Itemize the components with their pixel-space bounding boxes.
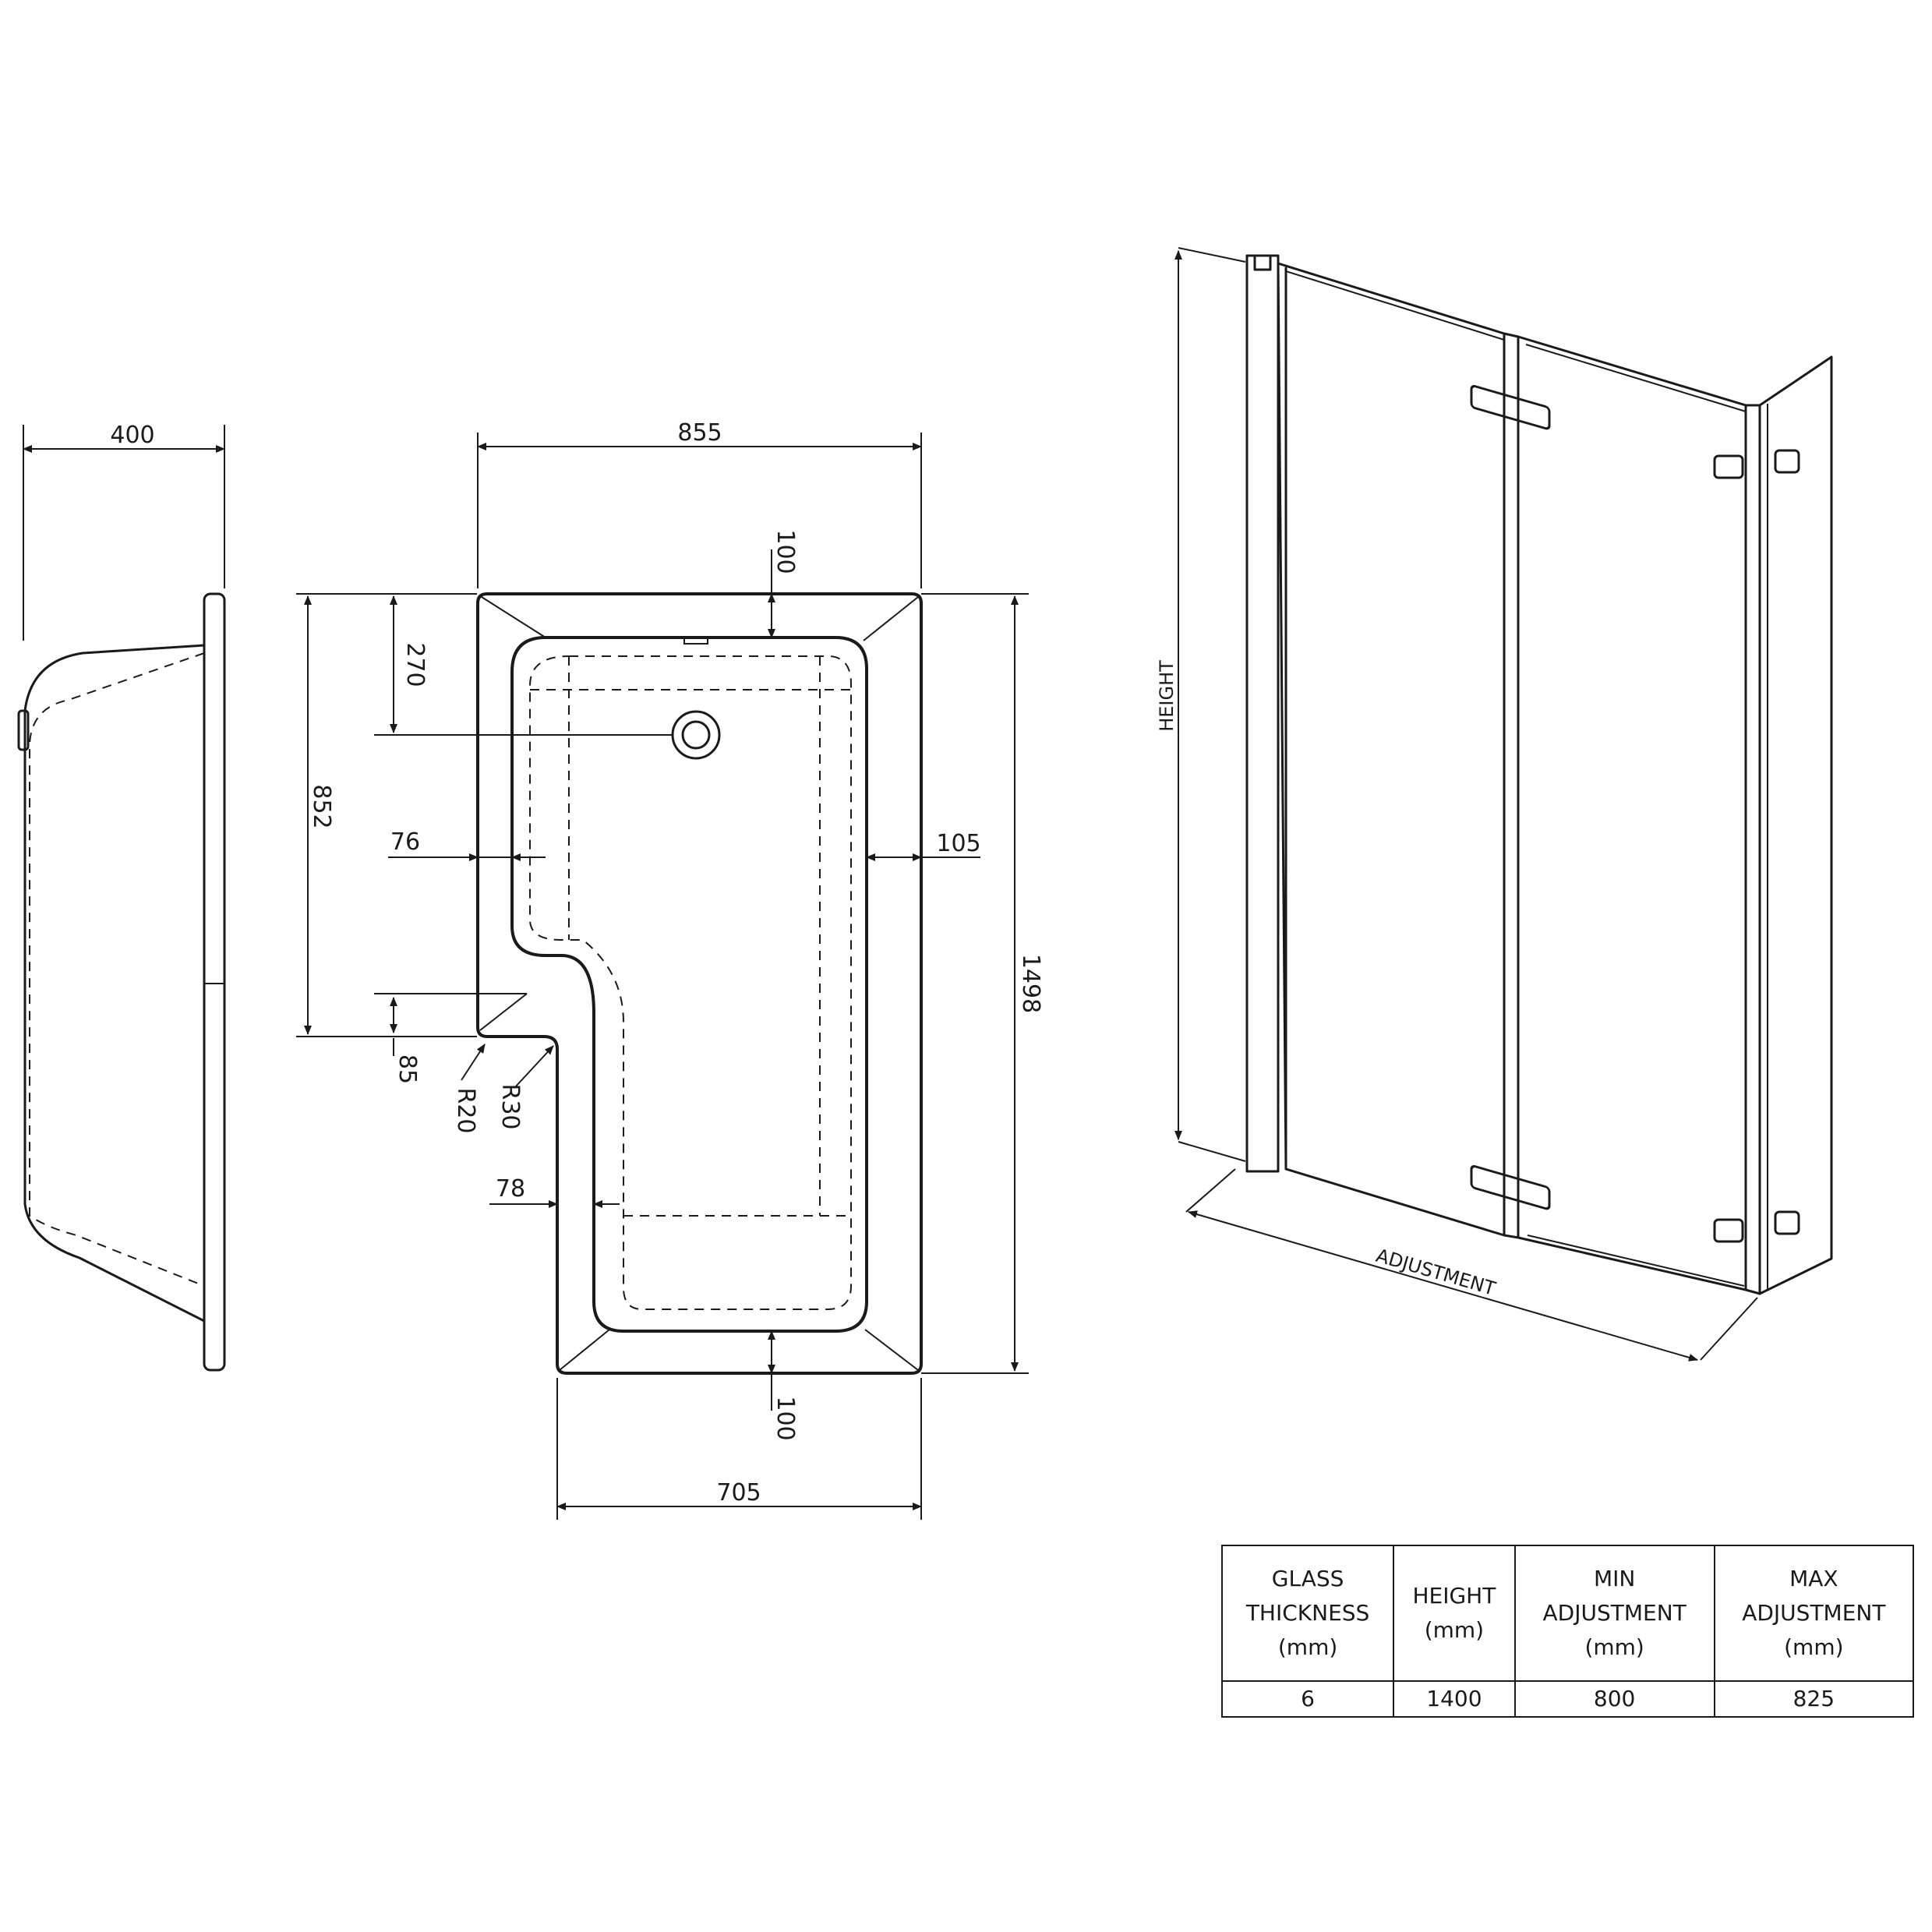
header-glass-thickness: GLASS THICKNESS (mm) xyxy=(1220,1545,1395,1682)
waste-outlet-outer xyxy=(671,710,721,760)
header-height: HEIGHT (mm) xyxy=(1393,1545,1516,1682)
dim-left-rim: 76 xyxy=(390,828,420,856)
bath-screen-view: HEIGHT ADJUSTMENT xyxy=(1156,247,1833,1362)
dim-overall-length: 1498 xyxy=(1017,954,1044,1013)
value-max-adjustment: 825 xyxy=(1713,1680,1915,1718)
hinge-mullion xyxy=(1503,332,1520,1239)
side-rim xyxy=(203,592,226,1372)
hinge-top xyxy=(1470,385,1551,430)
bath-outer-outline xyxy=(476,592,923,1375)
dim-top-rim: 100 xyxy=(772,529,799,574)
spec-value-row: 6 1400 800 825 xyxy=(1220,1680,1915,1718)
return-panel-frame xyxy=(1744,404,1761,1295)
bath-side-elevation: 400 xyxy=(17,422,226,1372)
fixed-glass-panel xyxy=(1277,262,1506,1237)
side-waste-fitting xyxy=(17,709,30,751)
bath-plan-view: 855 100 270 852 76 105 1498 85 xyxy=(296,419,1044,1520)
wall-channel xyxy=(1245,254,1280,1173)
return-hinge-top-2 xyxy=(1774,449,1800,474)
value-min-adjustment: 800 xyxy=(1513,1680,1715,1718)
bath-inner-base-dashed xyxy=(529,655,852,1310)
dim-shower-end-length: 852 xyxy=(308,784,335,828)
specification-table: GLASS THICKNESS (mm) HEIGHT (mm) MIN ADJ… xyxy=(1220,1545,1915,1718)
return-hinge-bottom-2 xyxy=(1774,1210,1800,1235)
dim-lower-left-rim: 78 xyxy=(496,1175,525,1203)
hinge-bottom xyxy=(1470,1165,1551,1210)
screen-adjustment-label: ADJUSTMENT xyxy=(1374,1245,1499,1300)
dim-right-rim: 105 xyxy=(936,830,980,857)
folding-glass-panel xyxy=(1517,335,1747,1291)
bath-inner-bowl xyxy=(510,636,868,1333)
return-hinge-bottom xyxy=(1713,1218,1744,1243)
dim-radius-outer: R30 xyxy=(496,1083,524,1129)
header-max-adjustment: MAX ADJUSTMENT (mm) xyxy=(1713,1545,1915,1682)
dim-step-depth: 85 xyxy=(394,1054,421,1084)
dim-waste-offset: 270 xyxy=(401,642,429,687)
side-body-outline xyxy=(23,644,206,1323)
screen-height-label: HEIGHT xyxy=(1156,660,1178,732)
dim-line-screen-adjustment xyxy=(1188,1210,1698,1362)
dim-side-depth: 400 xyxy=(110,422,154,449)
dim-top-width: 855 xyxy=(677,419,722,447)
dim-bottom-rim: 100 xyxy=(772,1396,799,1440)
dim-bottom-width: 705 xyxy=(716,1479,761,1506)
value-height: 1400 xyxy=(1393,1680,1516,1718)
return-hinge-top xyxy=(1713,454,1744,479)
dim-radius-inner: R20 xyxy=(452,1087,479,1133)
spec-header-row: GLASS THICKNESS (mm) HEIGHT (mm) MIN ADJ… xyxy=(1220,1545,1915,1682)
waste-outlet-inner xyxy=(681,720,711,750)
header-min-adjustment: MIN ADJUSTMENT (mm) xyxy=(1513,1545,1715,1682)
value-glass-thickness: 6 xyxy=(1220,1680,1395,1718)
return-panel xyxy=(1758,355,1833,1295)
overflow-outlet xyxy=(683,637,708,645)
side-inner-dashed xyxy=(29,652,205,1287)
